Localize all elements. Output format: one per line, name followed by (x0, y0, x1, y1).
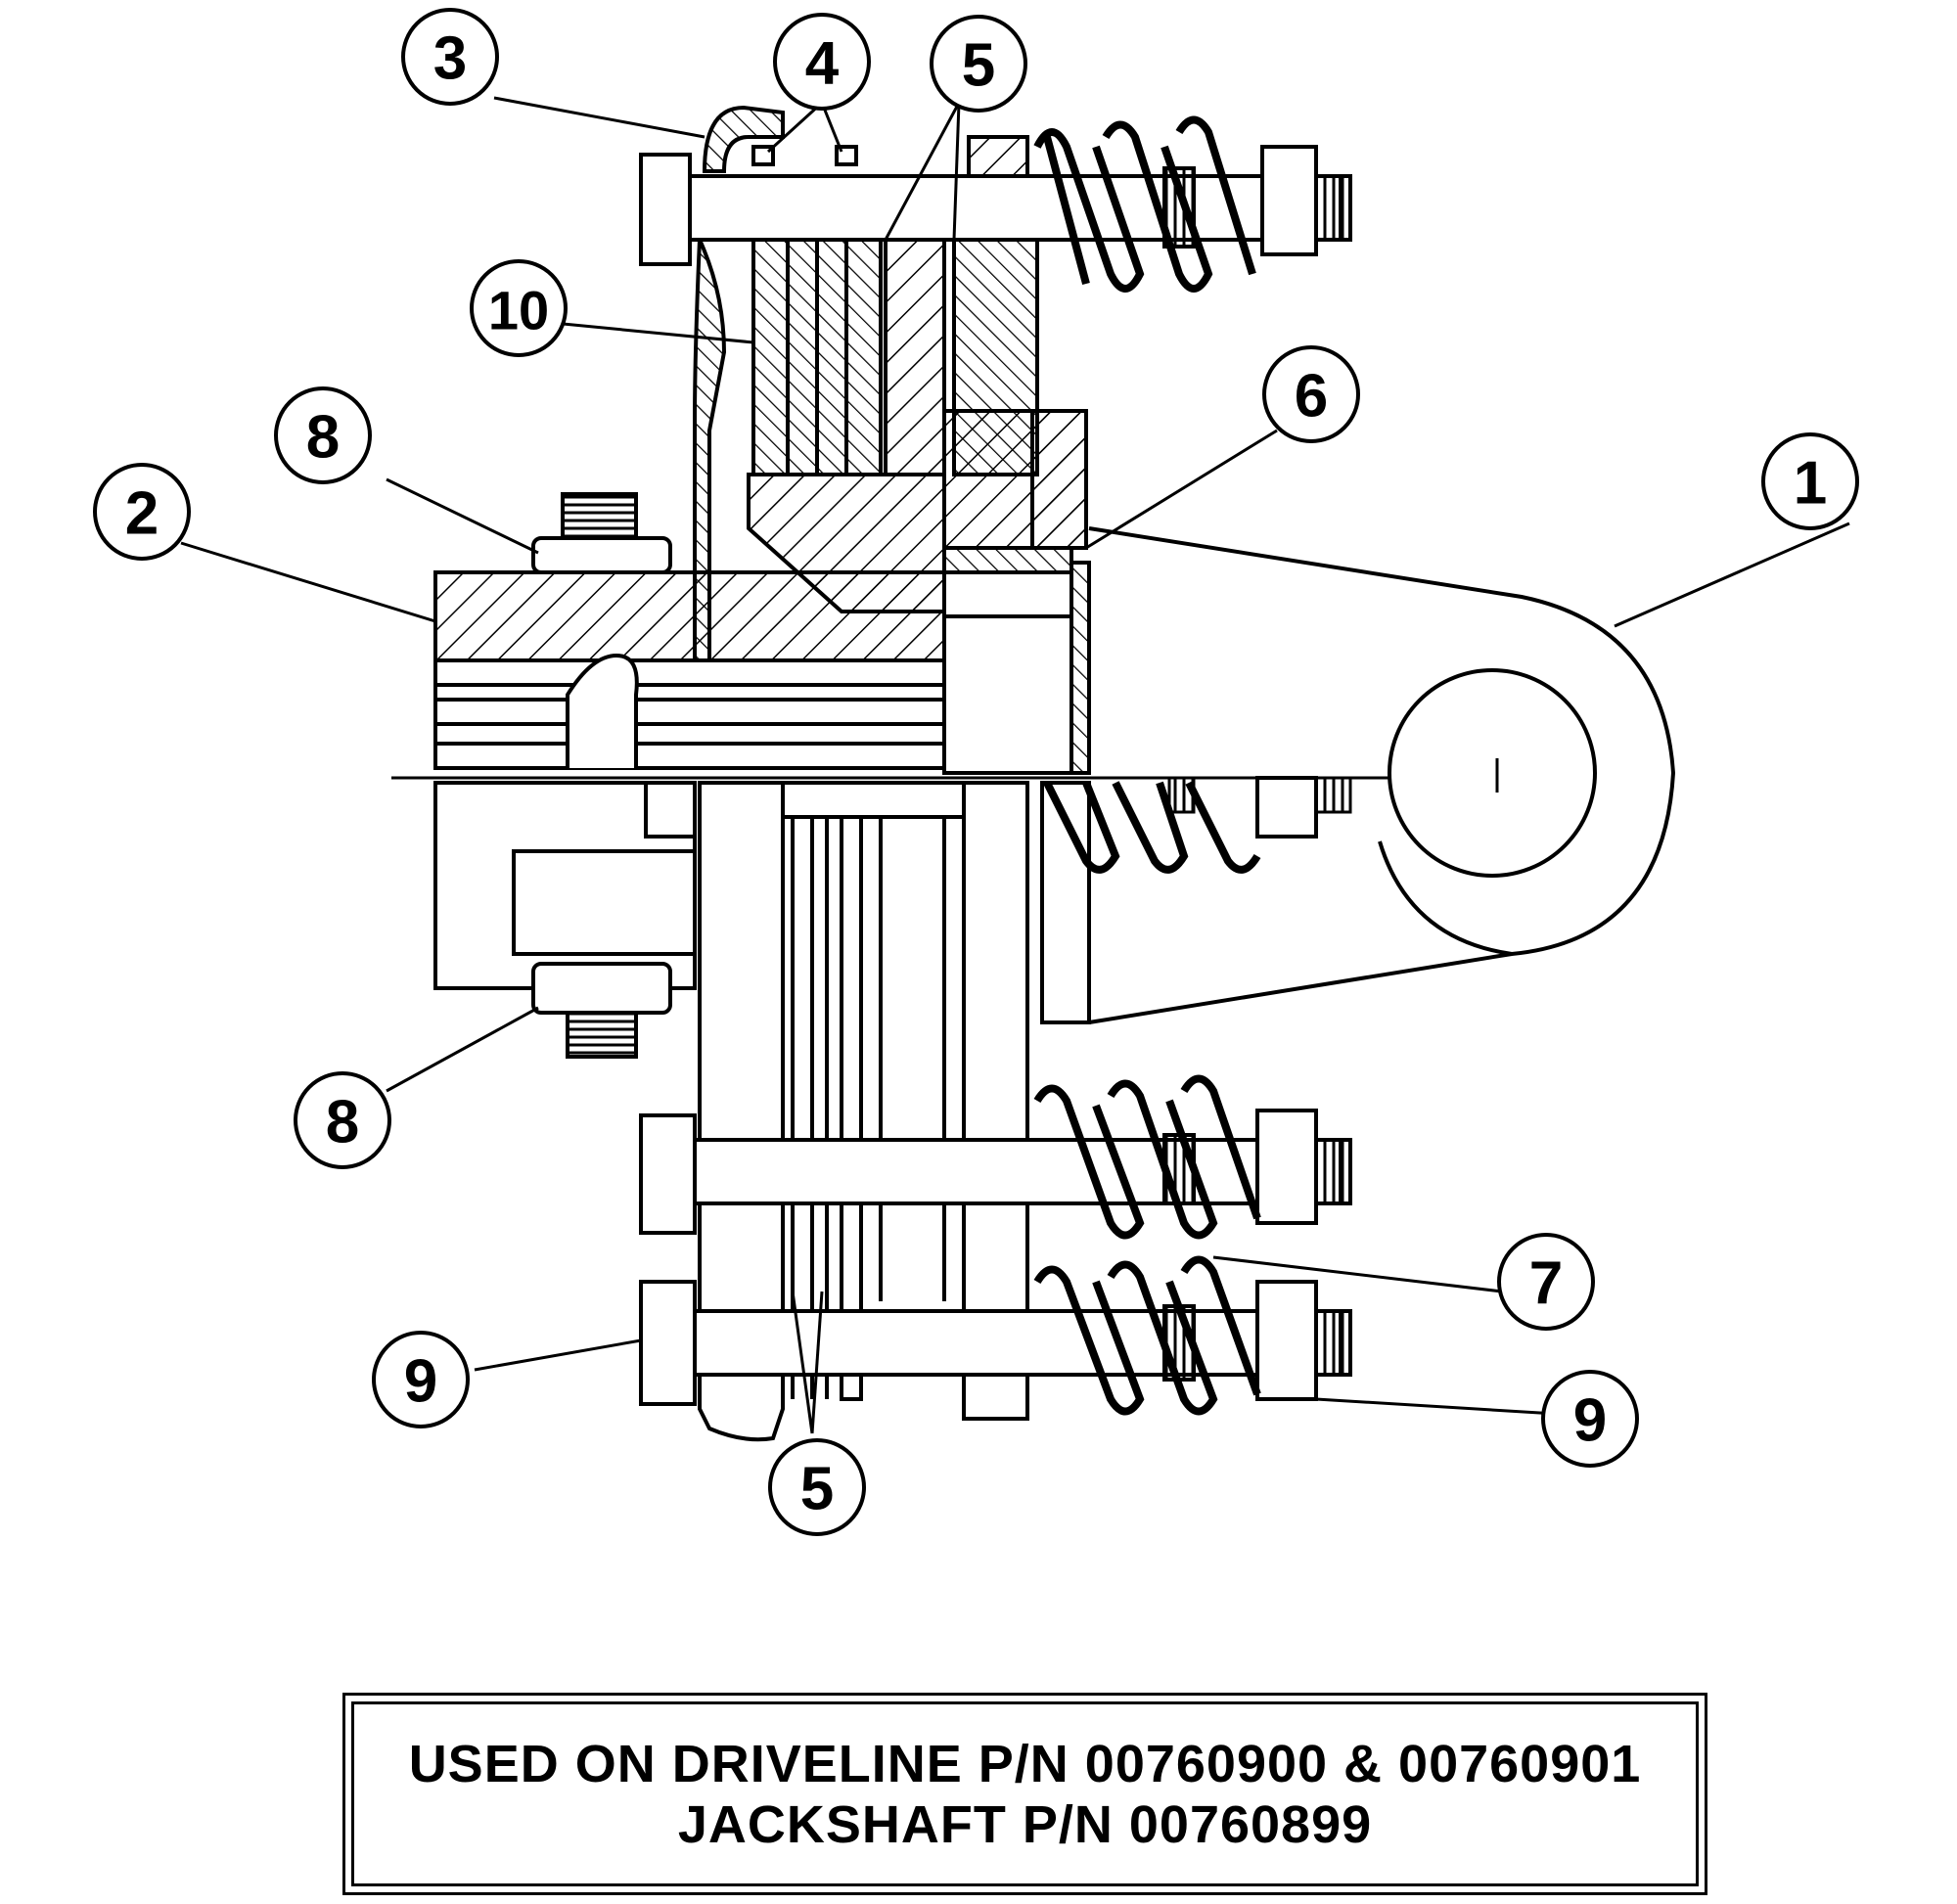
callout-7-label: 7 (1529, 1250, 1563, 1318)
callout-6-balloon (1262, 345, 1360, 443)
middle-spring (1043, 776, 1352, 874)
usage-note-inner: USED ON DRIVELINE P/N 00760900 & 0076090… (351, 1701, 1699, 1886)
callout-8-top-label: 8 (306, 404, 340, 472)
lower-spring-2 (1033, 1255, 1261, 1416)
set-screw-top (531, 492, 672, 574)
callout-3-balloon (401, 8, 499, 106)
callout-10-balloon (470, 259, 568, 357)
callout-5-top-label: 5 (962, 32, 995, 100)
flange-yoke (747, 409, 1088, 613)
callout-1-label: 1 (1794, 450, 1827, 518)
lower-spring-1 (1033, 1074, 1261, 1240)
callout-3-label: 3 (433, 25, 467, 93)
top-spring (1033, 115, 1256, 293)
callout-5-bottom-balloon (768, 1438, 866, 1536)
set-screw-bottom (531, 962, 672, 1059)
callout-5-top-balloon (930, 15, 1027, 113)
usage-note-line-2: JACKSHAFT P/N 00760899 (677, 1794, 1373, 1854)
usage-note-line-1: USED ON DRIVELINE P/N 00760900 & 0076090… (408, 1734, 1642, 1793)
yoke-eye (942, 526, 1676, 1024)
callout-9-left-balloon (372, 1331, 470, 1428)
pressure-plate-top (967, 135, 1029, 178)
callout-8-bottom-balloon (294, 1071, 391, 1169)
callout-balloons (93, 8, 1859, 1536)
callout-6-label: 6 (1295, 363, 1328, 431)
hub (433, 570, 946, 770)
callout-4-label: 4 (805, 30, 840, 98)
callout-2-balloon (93, 463, 191, 561)
drawing-geometry (93, 8, 1859, 1536)
callout-8-bottom-label: 8 (326, 1089, 359, 1156)
callout-2-label: 2 (125, 480, 159, 548)
leader-lines (180, 96, 1850, 1434)
usage-note-box: USED ON DRIVELINE P/N 00760900 & 0076090… (342, 1693, 1707, 1895)
callout-1-balloon (1761, 432, 1859, 530)
callout-9-left-label: 9 (404, 1348, 437, 1416)
callout-8-top-balloon (274, 386, 372, 484)
callout-7-balloon (1497, 1233, 1595, 1331)
callout-9-right-balloon (1541, 1370, 1639, 1468)
top-clip (702, 105, 858, 173)
callout-4-balloon (773, 13, 871, 111)
callout-10-label: 10 (488, 280, 549, 341)
callout-5-bottom-label: 5 (800, 1456, 834, 1523)
callout-9-right-label: 9 (1573, 1387, 1607, 1455)
